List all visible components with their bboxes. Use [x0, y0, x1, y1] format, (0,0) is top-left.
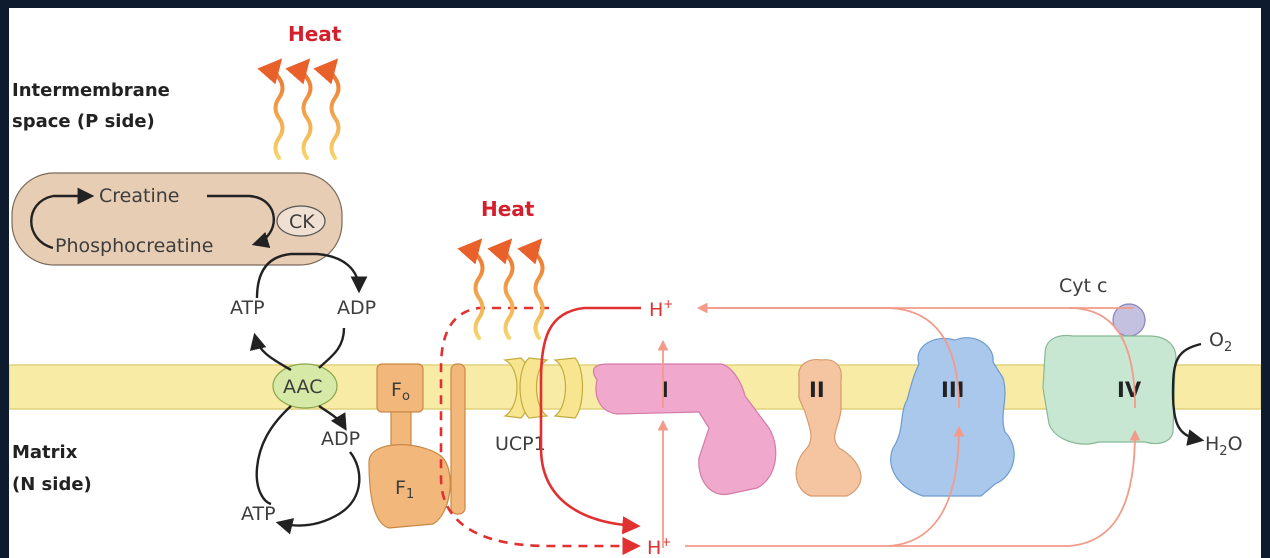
- diagram-canvas: Intermembrane space (P side) Matrix (N s…: [9, 8, 1261, 558]
- aac-label: AAC: [283, 376, 322, 398]
- complex-iv-label: IV: [1117, 378, 1142, 402]
- proton-leak-path-dashed: [439, 306, 641, 556]
- complex-i-label: I: [661, 378, 669, 402]
- complex-iii-label: III: [941, 378, 964, 402]
- phosphocreatine-label: Phosphocreatine: [55, 235, 213, 257]
- f1-label: F1: [395, 477, 414, 502]
- oxygen-reduction-arrow: [1171, 342, 1205, 446]
- atp-synthase: [368, 363, 466, 529]
- atp-bottom-label: ATP: [241, 503, 276, 525]
- complex-iv: [1042, 334, 1177, 445]
- h-plus-bottom: H+: [647, 535, 671, 558]
- h2o-label: H2O: [1205, 433, 1243, 459]
- aac-transporter: [272, 363, 338, 409]
- ucp1-proton-path: [539, 306, 641, 535]
- adp-top-label: ADP: [337, 297, 376, 319]
- f1-subunit: [368, 444, 451, 529]
- proton-pumping-paths: [657, 302, 1141, 548]
- intermembrane-label-2: space (P side): [12, 111, 155, 132]
- complex-ii-label: II: [809, 378, 825, 402]
- atp-top-label: ATP: [230, 297, 265, 319]
- creatine-cycle-arrows: [30, 187, 275, 250]
- ucp1: [502, 357, 584, 419]
- heat-label-center: Heat: [481, 197, 535, 221]
- complex-i: [592, 363, 777, 496]
- cyt-c-label: Cyt c: [1059, 275, 1107, 297]
- matrix-label: Matrix: [12, 442, 78, 463]
- ck-label: CK: [289, 211, 315, 233]
- heat-waves-left: [257, 58, 341, 160]
- complex-ii: [795, 359, 862, 497]
- h-plus-top: H+: [649, 297, 673, 321]
- adp-bottom-label: ADP: [321, 428, 360, 450]
- o2-label: O2: [1209, 329, 1232, 355]
- complex-iii: [890, 337, 1015, 497]
- intermembrane-label: Intermembrane: [12, 80, 170, 101]
- creatine-label: Creatine: [99, 185, 179, 207]
- nucleotide-exchange-arrows: [249, 252, 368, 535]
- matrix-label-2: (N side): [12, 474, 92, 495]
- peripheral-stalk: [450, 363, 466, 515]
- stalk: [390, 411, 412, 447]
- ck-enzyme: [276, 205, 326, 237]
- heat-waves-center: [457, 238, 545, 340]
- energy-coupling-diagram: Intermembrane space (P side) Matrix (N s…: [9, 22, 1261, 558]
- ucp1-label: UCP1: [495, 433, 546, 455]
- fo-label: Fo: [391, 379, 410, 404]
- heat-label-left: Heat: [288, 22, 342, 46]
